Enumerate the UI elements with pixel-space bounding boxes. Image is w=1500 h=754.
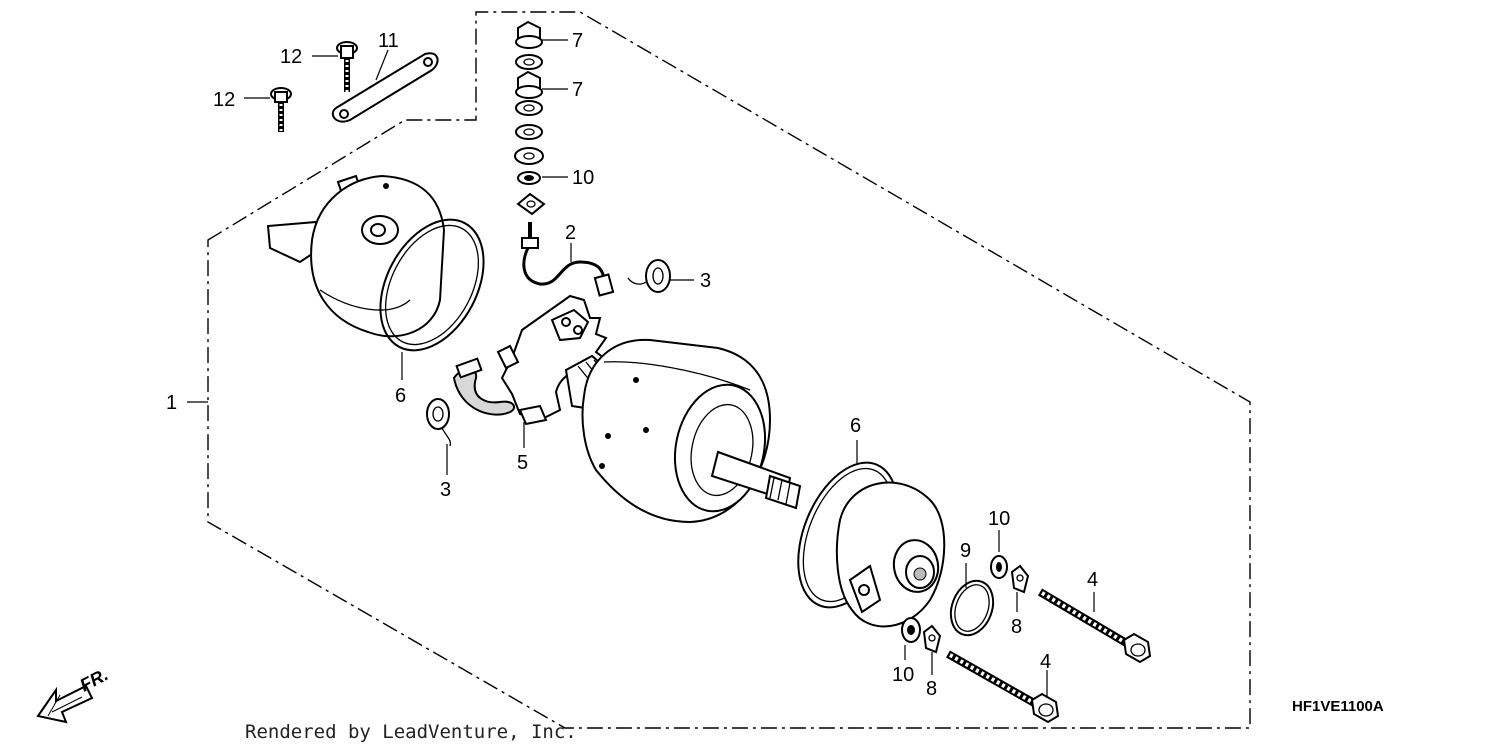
o-ring-small[interactable] (944, 575, 1001, 641)
credit-text: Rendered by LeadVenture, Inc. (245, 721, 577, 743)
brush-spring-right[interactable] (627, 259, 671, 293)
callout-4-upper: 4 (1087, 569, 1098, 591)
callout-3-right: 3 (700, 270, 711, 292)
callout-7-lower: 7 (572, 79, 583, 101)
assembly-boundary (207, 11, 1251, 729)
washer-upper[interactable] (990, 555, 1008, 579)
o-ring-rear[interactable] (359, 202, 504, 368)
callout-1: 1 (166, 392, 177, 414)
rear-cover-housing[interactable] (266, 174, 446, 338)
callout-6-front: 6 (850, 415, 861, 437)
callout-5: 5 (517, 452, 528, 474)
callout-4-lower: 4 (1040, 651, 1051, 673)
callout-2: 2 (565, 222, 576, 244)
flange-bolt-lower[interactable] (270, 87, 292, 132)
callout-12-upper: 12 (280, 46, 302, 68)
terminal-nut-stack[interactable] (514, 20, 546, 249)
lock-plate-lower[interactable] (922, 624, 942, 654)
callout-12-lower: 12 (213, 89, 235, 111)
callout-10-lower: 10 (892, 664, 914, 686)
lock-plate-upper[interactable] (1010, 564, 1030, 594)
flange-bolt-upper[interactable] (336, 41, 358, 92)
front-cover[interactable] (835, 481, 946, 628)
front-direction-arrow-icon (36, 684, 94, 724)
leader-lines (187, 39, 1095, 698)
callout-7-upper: 7 (572, 30, 583, 52)
callout-8-lower: 8 (926, 678, 937, 700)
through-bolt-lower[interactable] (946, 650, 1060, 724)
brush-braid[interactable] (452, 357, 516, 416)
motor-yoke[interactable] (581, 338, 777, 524)
brush-spring-left[interactable] (426, 398, 452, 447)
callout-10-right: 10 (988, 508, 1010, 530)
through-bolt-upper[interactable] (1037, 588, 1152, 664)
callout-8-upper: 8 (1011, 616, 1022, 638)
diagram-code: HF1VE1100A (1292, 698, 1384, 715)
terminal-bracket[interactable] (331, 52, 439, 123)
callout-11: 11 (378, 30, 399, 52)
callout-9: 9 (960, 540, 971, 562)
callout-6-rear: 6 (395, 385, 406, 407)
washer-lower[interactable] (901, 617, 921, 643)
brush-wire-lead[interactable] (522, 247, 615, 297)
armature-shaft[interactable] (710, 450, 802, 510)
callout-10-top: 10 (572, 167, 594, 189)
callout-3-left: 3 (440, 479, 451, 501)
